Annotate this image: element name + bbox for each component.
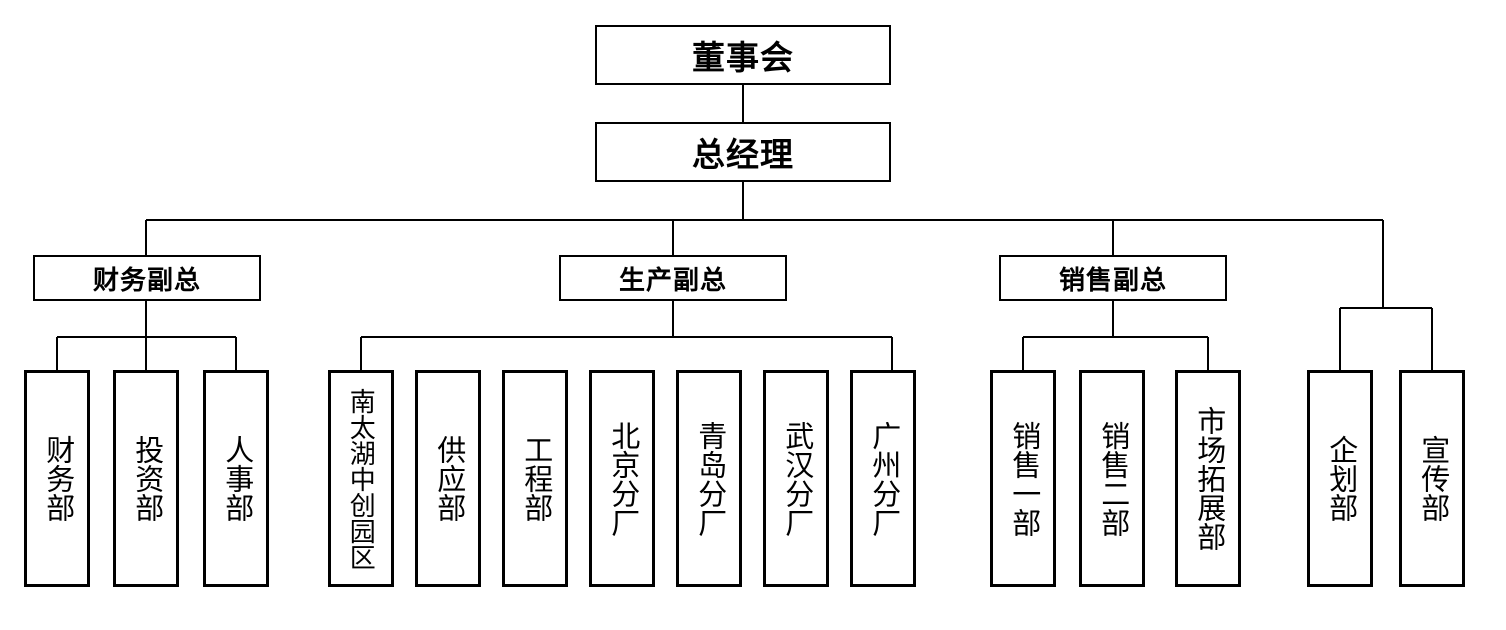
node-finance-vp[interactable]: 财务副总 [33,255,261,301]
node-finance-vp-label: 财务副总 [92,264,201,295]
node-production-vp-label: 生产副总 [618,264,727,295]
node-guangzhou-factory-label: 广州分厂 [867,420,900,537]
node-hr-dept[interactable]: 人事部 [203,370,269,587]
node-sales-vp-label: 销售副总 [1058,264,1167,295]
node-wuhan-factory[interactable]: 武汉分厂 [763,370,829,587]
node-board-label: 董事会 [692,39,794,76]
node-nantaihu-park-label: 南太湖中创园区 [346,387,377,570]
node-planning-dept-label: 企划部 [1324,435,1357,522]
node-beijing-factory[interactable]: 北京分厂 [589,370,655,587]
node-investment-dept[interactable]: 投资部 [113,370,179,587]
node-board[interactable]: 董事会 [595,25,891,85]
node-supply-dept-label: 供应部 [432,435,465,522]
node-hr-dept-label: 人事部 [220,435,253,522]
node-qingdao-factory[interactable]: 青岛分厂 [676,370,742,587]
node-beijing-factory-label: 北京分厂 [606,420,639,537]
node-general-manager[interactable]: 总经理 [595,122,891,182]
node-production-vp[interactable]: 生产副总 [559,255,787,301]
node-wuhan-factory-label: 武汉分厂 [780,420,813,537]
node-qingdao-factory-label: 青岛分厂 [693,420,726,537]
node-sales-dept-1-label: 销售一部 [1007,420,1040,537]
node-guangzhou-factory[interactable]: 广州分厂 [850,370,916,587]
node-market-dev-dept[interactable]: 市场拓展部 [1175,370,1241,587]
node-supply-dept[interactable]: 供应部 [415,370,481,587]
node-finance-dept-label: 财务部 [41,435,74,522]
node-investment-dept-label: 投资部 [130,435,163,522]
node-engineering-dept[interactable]: 工程部 [502,370,568,587]
node-planning-dept[interactable]: 企划部 [1307,370,1373,587]
node-nantaihu-park[interactable]: 南太湖中创园区 [328,370,394,587]
node-market-dev-dept-label: 市场拓展部 [1192,406,1225,551]
node-sales-vp[interactable]: 销售副总 [999,255,1227,301]
node-publicity-dept[interactable]: 宣传部 [1399,370,1465,587]
node-finance-dept[interactable]: 财务部 [24,370,90,587]
node-publicity-dept-label: 宣传部 [1416,435,1449,522]
node-general-manager-label: 总经理 [692,136,794,173]
node-sales-dept-2-label: 销售二部 [1096,420,1129,537]
node-engineering-dept-label: 工程部 [519,435,552,522]
node-sales-dept-1[interactable]: 销售一部 [990,370,1056,587]
node-sales-dept-2[interactable]: 销售二部 [1079,370,1145,587]
